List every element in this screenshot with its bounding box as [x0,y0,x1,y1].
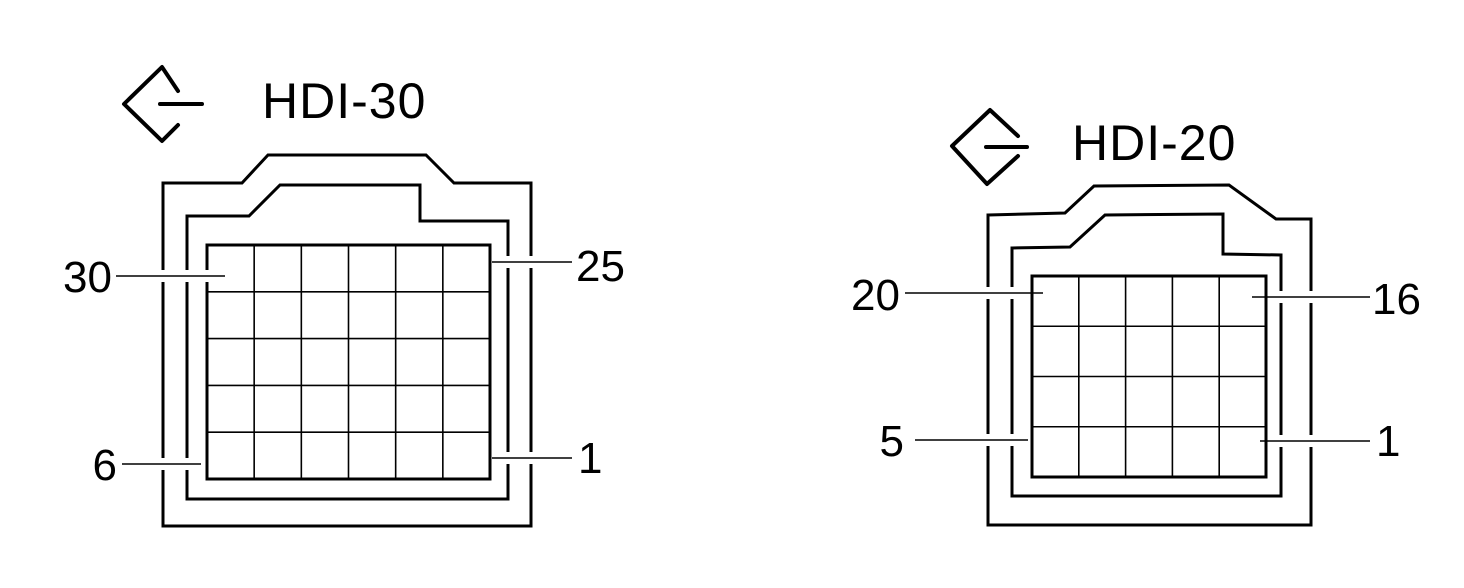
pin-label-bottom-right: 1 [1376,417,1400,466]
pin-label-bottom-left: 6 [93,441,117,490]
ground-diamond-icon [122,65,204,143]
pin-grid-lines [1032,276,1266,477]
connector-title: HDI-30 [262,73,426,129]
outer-shell [161,153,533,528]
pin-grid-lines [207,245,490,479]
connector-title: HDI-20 [1072,115,1236,171]
pin-label-bottom-left: 5 [880,417,904,466]
connector-hdi-30: HDI-30 30 6 25 1 [63,65,625,528]
connector-hdi-20: HDI-20 20 5 16 1 [851,108,1421,527]
pin-label-top-right: 16 [1372,275,1421,324]
pin-label-bottom-right: 1 [578,434,602,483]
outer-shell [986,183,1313,527]
pin-label-top-left: 30 [63,253,112,302]
ground-diamond-icon [950,108,1029,186]
pin-label-top-left: 20 [851,271,900,320]
inner-shell [185,183,510,501]
inner-shell [1010,212,1283,498]
pin-label-top-right: 25 [576,242,625,291]
